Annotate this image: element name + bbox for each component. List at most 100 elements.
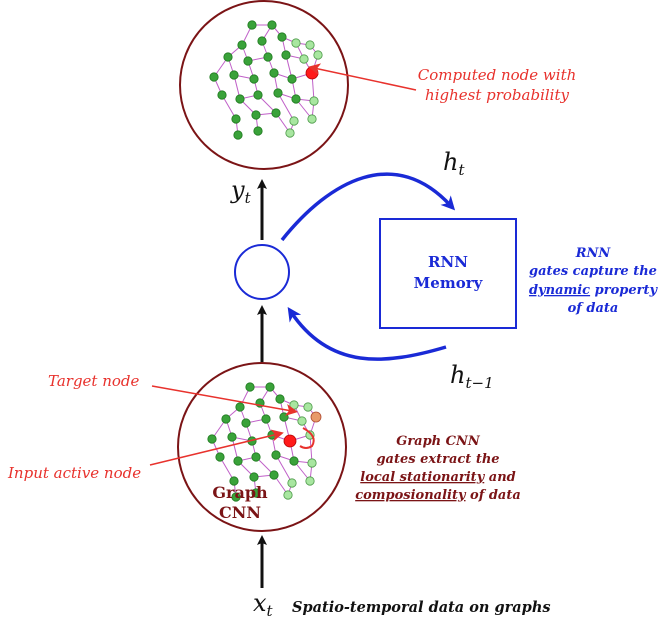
- h-t-minus-1-symbol: ht−1: [450, 361, 494, 392]
- graph-node: [283, 490, 293, 500]
- input-node-label: Input active node: [7, 464, 141, 482]
- graph-node: [309, 96, 319, 106]
- graph-node: [273, 88, 283, 98]
- graph-node: [233, 456, 243, 466]
- graph-cnn-title-line1: Graph: [212, 483, 268, 502]
- graph-edge: [219, 456, 235, 482]
- rnn-desc-line4: of data: [568, 301, 619, 316]
- input-node-pointer: [149, 429, 284, 466]
- graph-node: [215, 452, 225, 462]
- graph-edge: [309, 434, 313, 464]
- graph-node: [265, 382, 275, 392]
- rnn-desc-line1: RNN: [575, 246, 612, 261]
- graph-node: [271, 108, 281, 118]
- y-t-symbol: yt: [230, 176, 252, 207]
- h-t-arrow: [280, 172, 456, 242]
- graph-node: [243, 56, 253, 66]
- input-active-node: [283, 434, 297, 448]
- graph-node: [235, 94, 245, 104]
- graph-node: [289, 400, 299, 410]
- graph-node: [207, 434, 217, 444]
- graph-edge: [275, 454, 293, 484]
- output-label: yt: [230, 176, 252, 207]
- target-node-pointer: [151, 385, 298, 416]
- h-t-symbol: ht: [443, 148, 465, 179]
- graph-node: [249, 74, 259, 84]
- input-node-annotation: Input active node: [7, 429, 284, 482]
- graph-node: [303, 402, 313, 412]
- graph-node: [235, 402, 245, 412]
- graph-node: [245, 382, 255, 392]
- graph-node: [307, 458, 317, 468]
- rnn-box-subtitle: Memory: [414, 274, 484, 292]
- x-t-symbol: xt: [253, 589, 274, 620]
- graph-node: [305, 476, 315, 486]
- input-caption: Spatio-temporal data on graphs: [292, 599, 551, 616]
- computed-node-annotation: Computed node with highest probability: [308, 63, 577, 104]
- propagation-arrow: [299, 427, 315, 449]
- graph-cnn-circle: Graph CNN: [177, 362, 347, 532]
- graph-node: [251, 110, 261, 120]
- graph-node: [275, 394, 285, 404]
- rnn-description: RNN gates capture the dynamic property o…: [529, 246, 658, 316]
- graph-edge: [221, 94, 237, 120]
- graph-node: [287, 74, 297, 84]
- graph-node: [217, 90, 227, 100]
- graph-node: [227, 432, 237, 442]
- graph-node: [233, 130, 243, 140]
- graph-node: [251, 452, 261, 462]
- graph-node: [229, 476, 239, 486]
- graph-node: [271, 450, 281, 460]
- computed-node-label-line2: highest probability: [425, 86, 569, 104]
- graph-node: [277, 32, 287, 42]
- rnn-box-title: RNN: [428, 253, 468, 271]
- graph-cnn-title-line2: CNN: [219, 503, 261, 522]
- graph-node: [251, 488, 261, 498]
- cnn-desc-line3: local stationarity and: [360, 470, 516, 485]
- graph-node: [231, 492, 241, 502]
- graph-node: [223, 52, 233, 62]
- graph-node: [237, 40, 247, 50]
- graph-node: [269, 470, 279, 480]
- rnn-desc-line3: dynamic property: [529, 283, 658, 298]
- hidden-state-node: [234, 244, 290, 300]
- graph-node: [231, 114, 241, 124]
- output-graph: [209, 20, 323, 140]
- graph-node: [281, 50, 291, 60]
- cnn-desc-line1: Graph CNN: [396, 434, 481, 449]
- graph-node: [253, 126, 263, 136]
- computed-node-label-line1: Computed node with: [418, 66, 577, 84]
- graph-node: [269, 68, 279, 78]
- graph-node: [221, 414, 231, 424]
- rnn-memory-box: RNN Memory: [379, 218, 517, 329]
- target-node: [310, 411, 322, 423]
- target-node-label: Target node: [48, 372, 140, 390]
- graph-node: [229, 70, 239, 80]
- target-node-annotation: Target node: [48, 372, 298, 416]
- graph-node: [263, 52, 273, 62]
- graph-node: [247, 20, 257, 30]
- graph-node: [289, 116, 299, 126]
- graph-node: [285, 128, 295, 138]
- graph-node: [253, 90, 263, 100]
- graph-node: [291, 38, 301, 48]
- cnn-desc-line4: composionality of data: [355, 488, 521, 503]
- cnn-desc-line2: gates extract the: [376, 452, 499, 467]
- graph-node: [261, 414, 271, 424]
- graph-node: [241, 418, 251, 428]
- graph-node: [249, 472, 259, 482]
- graph-node: [267, 20, 277, 30]
- rnn-desc-line2: gates capture the: [529, 264, 657, 279]
- graph-node: [299, 54, 309, 64]
- graph-node: [313, 50, 323, 60]
- graph-node: [291, 94, 301, 104]
- graph-node: [297, 416, 307, 426]
- graph-edge: [277, 92, 295, 122]
- graph-node: [209, 72, 219, 82]
- graph-node: [257, 36, 267, 46]
- graph-node: [279, 412, 289, 422]
- graph-node: [305, 40, 315, 50]
- graph-cnn-description: Graph CNN gates extract the local statio…: [355, 434, 521, 503]
- graph-node: [289, 456, 299, 466]
